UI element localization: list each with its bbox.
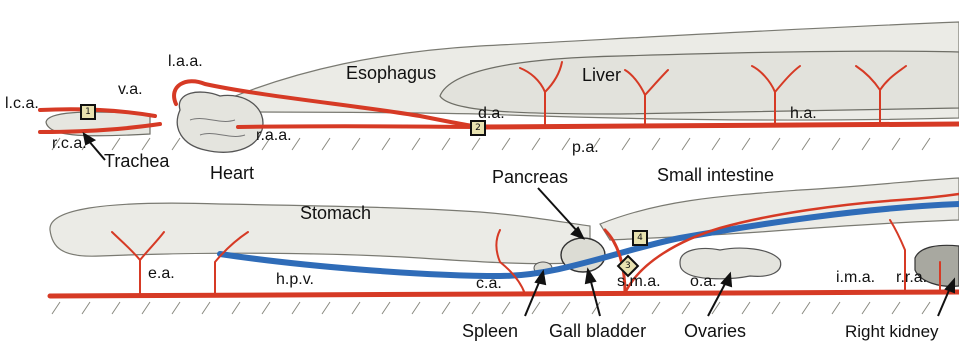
label-pa: p.a. bbox=[572, 140, 599, 156]
label-rca: r.c.a. bbox=[52, 136, 87, 152]
bottom-body-wall-ticks bbox=[52, 302, 930, 314]
label-hpv: h.p.v. bbox=[276, 272, 314, 288]
label-spleen: Spleen bbox=[462, 322, 518, 340]
heart bbox=[177, 92, 263, 152]
label-gall-bladder: Gall bladder bbox=[549, 322, 646, 340]
label-ea: e.a. bbox=[148, 266, 175, 282]
label-small-intestine: Small intestine bbox=[657, 166, 774, 184]
label-stomach: Stomach bbox=[300, 204, 371, 222]
label-esophagus: Esophagus bbox=[346, 64, 436, 82]
marker-4: 4 bbox=[632, 230, 648, 246]
label-rra: r.r.a. bbox=[896, 270, 927, 286]
label-raa: r.a.a. bbox=[256, 128, 292, 144]
label-liver: Liver bbox=[582, 66, 621, 84]
marker-3-text: 3 bbox=[625, 260, 631, 272]
label-pancreas: Pancreas bbox=[492, 168, 568, 186]
label-ima: i.m.a. bbox=[836, 270, 875, 286]
label-right-kidney: Right kidney bbox=[845, 323, 939, 340]
label-sma: s.m.a. bbox=[617, 274, 661, 290]
label-va: v.a. bbox=[118, 82, 143, 98]
marker-1: 1 bbox=[80, 104, 96, 120]
label-da: d.a. bbox=[478, 106, 505, 122]
marker-2: 2 bbox=[470, 120, 486, 136]
label-laa: l.a.a. bbox=[168, 54, 203, 70]
label-ha: h.a. bbox=[790, 106, 817, 122]
label-lca: l.c.a. bbox=[5, 96, 39, 112]
top-body-wall-ticks bbox=[52, 138, 930, 150]
label-heart: Heart bbox=[210, 164, 254, 182]
label-oa: o.a. bbox=[690, 274, 717, 290]
label-ca: c.a. bbox=[476, 276, 502, 292]
label-trachea: Trachea bbox=[104, 152, 169, 170]
label-ovaries: Ovaries bbox=[684, 322, 746, 340]
